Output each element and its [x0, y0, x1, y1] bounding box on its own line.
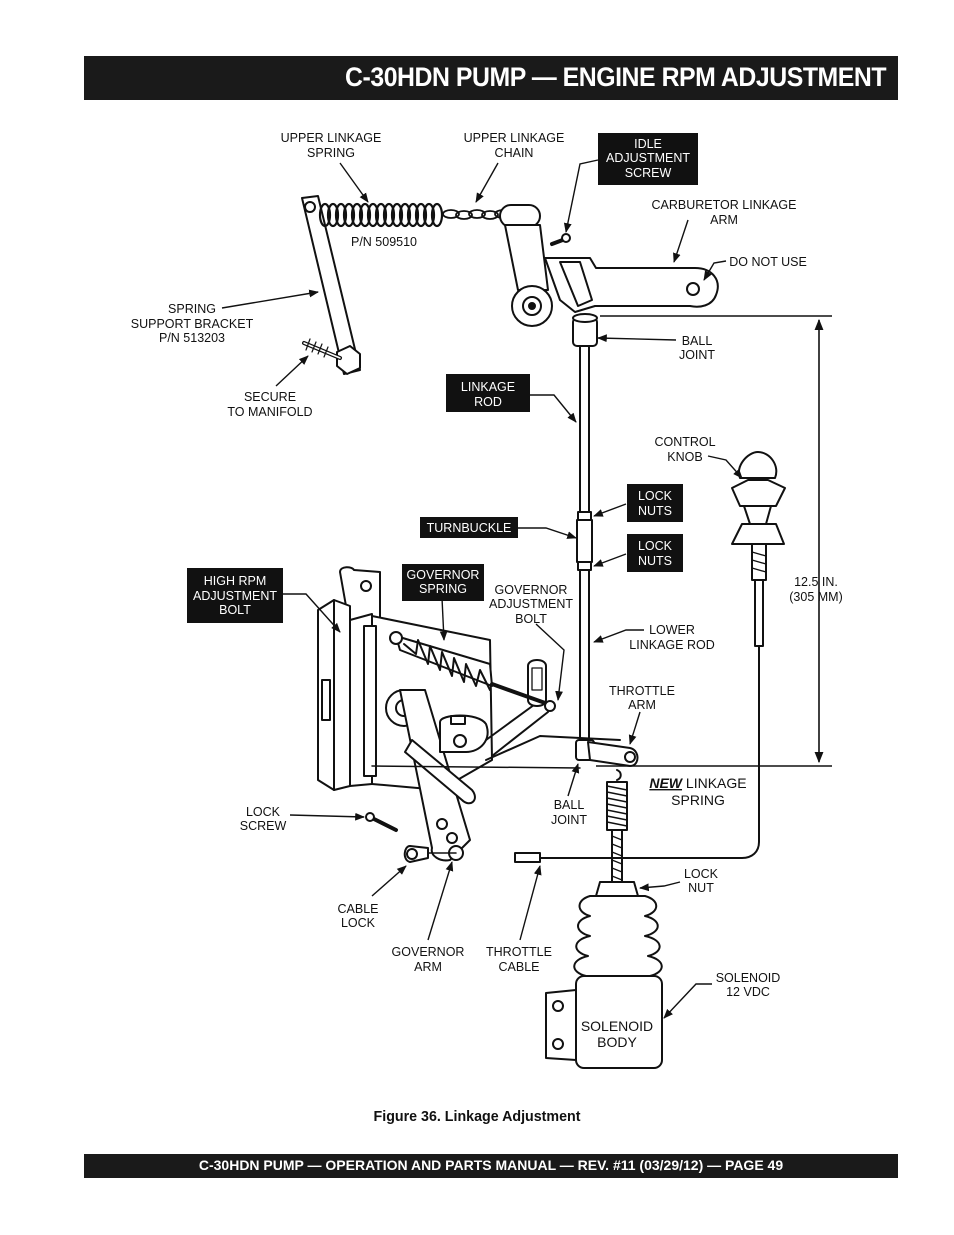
leader-lock-nuts-upper	[593, 503, 627, 517]
leader-turnbuckle	[518, 527, 577, 539]
carburetor-linkage-arm-drawing	[499, 204, 719, 347]
label-turnbuckle: TURNBUCKLE	[427, 521, 512, 535]
page-header: C-30HDN PUMP — ENGINE RPM ADJUSTMENT	[84, 56, 898, 100]
leader-high-rpm-bolt	[282, 593, 341, 633]
high-rpm-adjustment-bolt-box	[187, 568, 283, 623]
leader-lower-linkage-rod	[593, 629, 644, 643]
leader-control-knob	[707, 455, 743, 479]
leader-ball-joint-upper	[597, 334, 677, 343]
page-footer: C-30HDN PUMP — OPERATION AND PARTS MANUA…	[84, 1154, 898, 1178]
leader-secure-manifold	[275, 355, 309, 387]
linkage-rod-box	[446, 374, 530, 412]
leader-lock-screw	[289, 812, 365, 821]
leader-linkage-rod	[530, 394, 577, 423]
governor-spring-drawing	[403, 639, 491, 691]
leader-upper-linkage-chain	[475, 162, 499, 203]
linkage-rod-drawing	[575, 345, 595, 761]
label-upper-linkage-spring-pn: P/N 509510	[351, 235, 417, 249]
leader-governor-adjustment-bolt	[535, 623, 565, 701]
lock-nuts-upper-box	[627, 484, 683, 522]
dimension-line	[596, 315, 832, 767]
throttle-arm-drawing	[587, 741, 639, 767]
label-do-not-use: DO NOT USE	[729, 255, 807, 269]
page-title: C-30HDN PUMP — ENGINE RPM ADJUSTMENT	[344, 62, 886, 92]
lock-screw-drawing	[365, 812, 457, 863]
idle-adjustment-screw-box	[598, 133, 698, 185]
spring-support-bracket-drawing	[301, 195, 361, 375]
leader-spring-support-bracket	[221, 289, 319, 309]
upper-linkage-spring-drawing	[318, 202, 444, 228]
leader-lock-nut	[639, 881, 681, 892]
governor-spring-box	[402, 564, 484, 601]
leader-governor-spring	[439, 597, 448, 641]
leader-throttle-cable	[519, 865, 542, 941]
leader-ball-joint-lower	[567, 763, 580, 797]
footer-text: C-30HDN PUMP — OPERATION AND PARTS MANUA…	[198, 1157, 784, 1173]
leader-solenoid	[663, 983, 712, 1019]
lock-nuts-lower-box	[627, 534, 683, 572]
figure-caption: Figure 36. Linkage Adjustment	[373, 1108, 581, 1125]
governor-assembly-drawing	[317, 566, 621, 862]
leader-idle-screw	[563, 159, 599, 233]
turnbuckle-box	[420, 517, 518, 538]
leader-upper-linkage-spring	[339, 162, 369, 203]
leader-throttle-arm	[628, 711, 641, 745]
label-dimension: 12.5 IN.(305 MM)	[789, 575, 842, 604]
solenoid-drawing	[545, 769, 663, 1069]
control-knob-drawing	[514, 451, 786, 863]
leader-carburetor-arm	[673, 219, 689, 263]
leader-governor-arm	[427, 861, 454, 941]
leader-do-not-use	[703, 260, 727, 281]
leader-cable-lock	[371, 865, 407, 897]
leader-lock-nuts-lower	[593, 553, 627, 567]
